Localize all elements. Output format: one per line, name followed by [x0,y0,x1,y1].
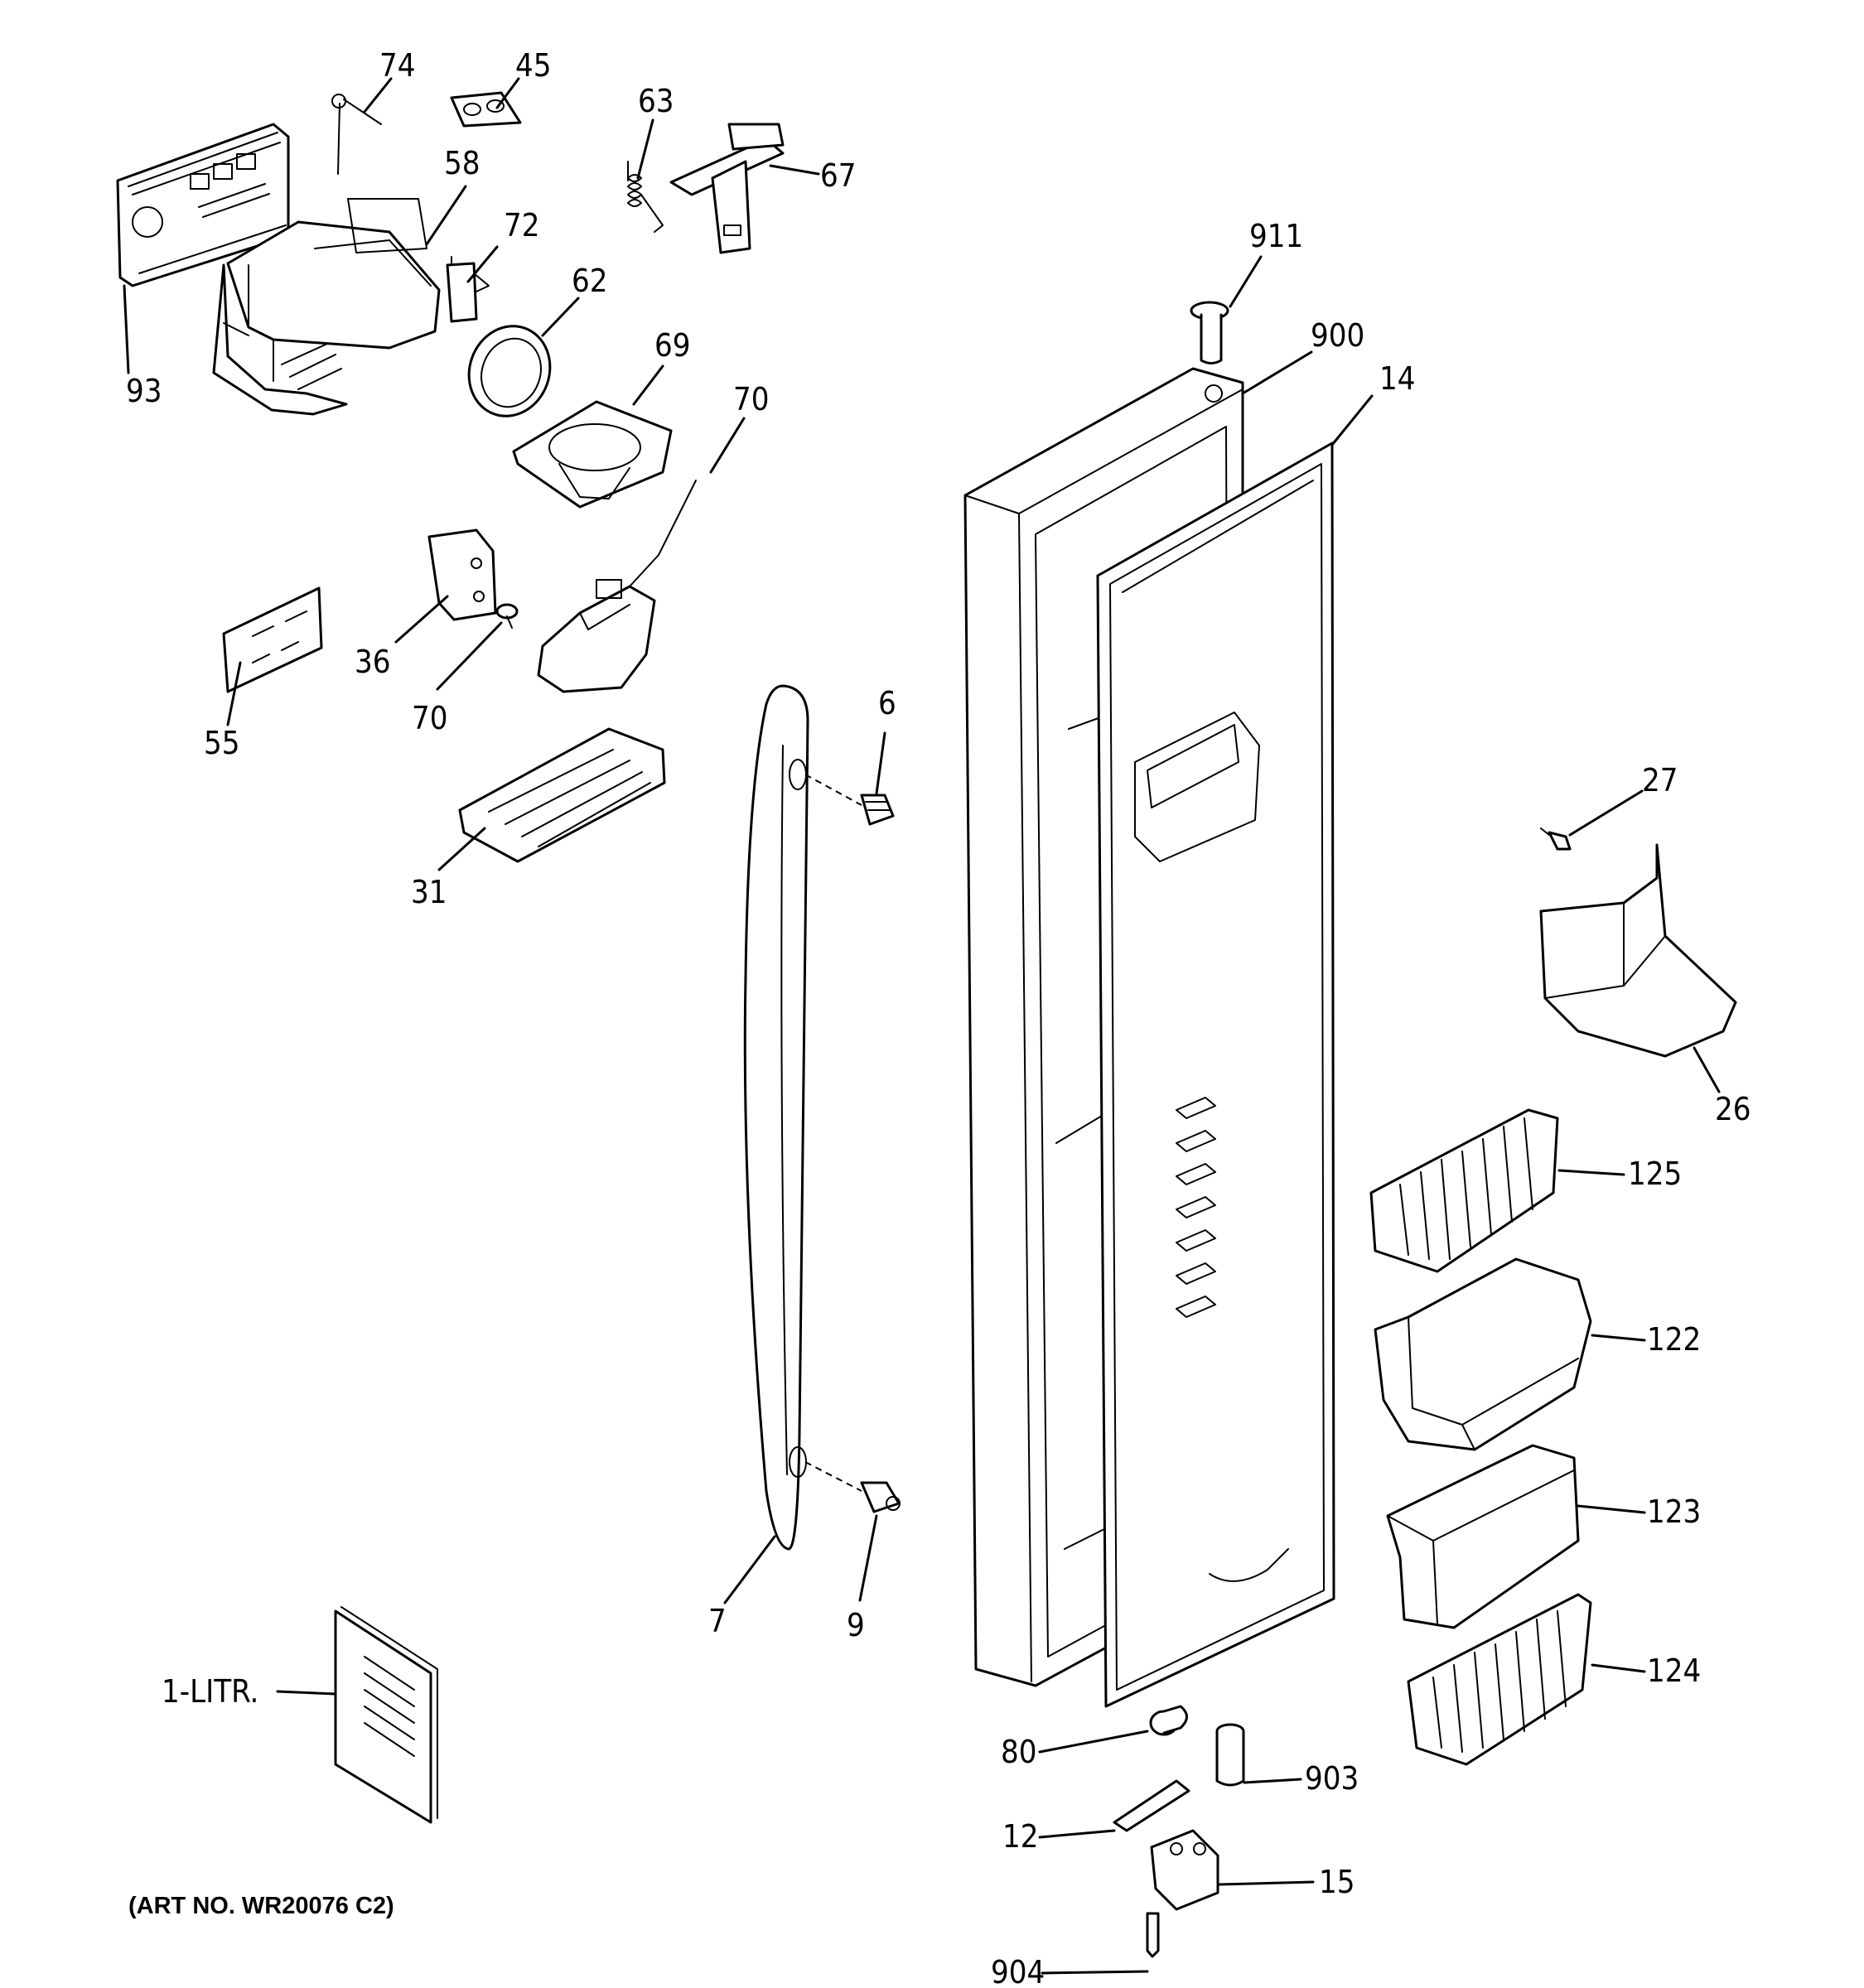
part-67-actuator [669,123,785,254]
callout-45: 45 [515,47,552,84]
callout-69: 69 [654,327,691,364]
part-93-control-board [116,123,290,287]
callout-58: 58 [444,145,480,181]
callout-70-b: 70 [412,700,448,736]
callout-125: 125 [1628,1156,1682,1192]
callout-36: 36 [355,644,391,680]
callout-122: 122 [1647,1321,1701,1358]
part-31-drip-grille [458,727,666,863]
callout-labels: 74 45 63 67 58 72 62 93 69 70 36 70 55 3… [126,47,1751,1988]
callout-904: 904 [991,1954,1045,1988]
part-55-switch-plate [222,586,323,693]
leader-lines [123,77,1721,1975]
part-124-wire-basket [1407,1593,1592,1766]
part-15-lower-hinge [1150,1829,1219,1911]
callout-12: 12 [1002,1818,1039,1855]
part-70-chute-door [537,480,697,693]
callout-903: 903 [1305,1760,1359,1797]
part-12-hinge-shim [1113,1779,1190,1832]
callout-31: 31 [411,874,447,910]
callout-63: 63 [638,83,674,119]
part-74-spring [331,94,382,175]
part-122-door-bin [1374,1257,1592,1451]
part-123-door-bin [1386,1444,1580,1629]
door-dispenser-recess [1134,712,1260,862]
part-9-mount-screw [860,1481,901,1513]
part-911-hinge-bushing [1190,301,1229,364]
callout-74: 74 [379,47,416,84]
part-45-bracket [450,91,522,128]
part-904-screw [1146,1912,1160,1958]
callout-27: 27 [1642,762,1678,799]
part-36-bracket [427,528,497,621]
part-6-mount-screw [860,794,895,826]
callout-55: 55 [204,725,240,761]
callout-93: 93 [126,373,162,409]
callout-70-a: 70 [733,381,770,417]
callout-6: 6 [878,685,896,721]
door-shelf-clips [1176,1097,1216,1318]
art-number-caption: (ART NO. WR20076 C2) [128,1893,394,1919]
part-70-screw [495,603,519,629]
part-26-bin-bracket [1539,843,1737,1058]
callout-62: 62 [572,263,608,299]
callout-72: 72 [504,207,540,244]
part-62-ring [467,325,552,417]
part-58-dispenser-housing [212,198,441,416]
callout-67: 67 [820,157,857,194]
callout-7: 7 [708,1603,727,1639]
callout-14: 14 [1379,360,1416,397]
callout-124: 124 [1647,1653,1701,1689]
door-wire-harness [1209,1548,1289,1582]
callout-900: 900 [1311,317,1364,354]
part-125-wire-basket [1369,1108,1559,1273]
part-69-chute-bracket [512,400,673,509]
callout-80: 80 [1001,1734,1037,1770]
callout-123: 123 [1647,1493,1701,1530]
part-72-switch [446,256,490,323]
part-27-screw [1540,828,1572,851]
part-903-bushing [1215,1723,1245,1787]
callout-1-litr: 1-LITR. [162,1673,258,1710]
part-63-spring [627,161,664,233]
part-1-literature [334,1606,438,1824]
part-80-plug [1149,1705,1188,1736]
callout-9: 9 [847,1607,865,1643]
part-7-handle [743,684,809,1551]
part-14-door-gasket [1096,442,1335,1708]
callout-15: 15 [1319,1864,1355,1900]
callout-911: 911 [1249,218,1303,254]
callout-26: 26 [1715,1091,1751,1127]
